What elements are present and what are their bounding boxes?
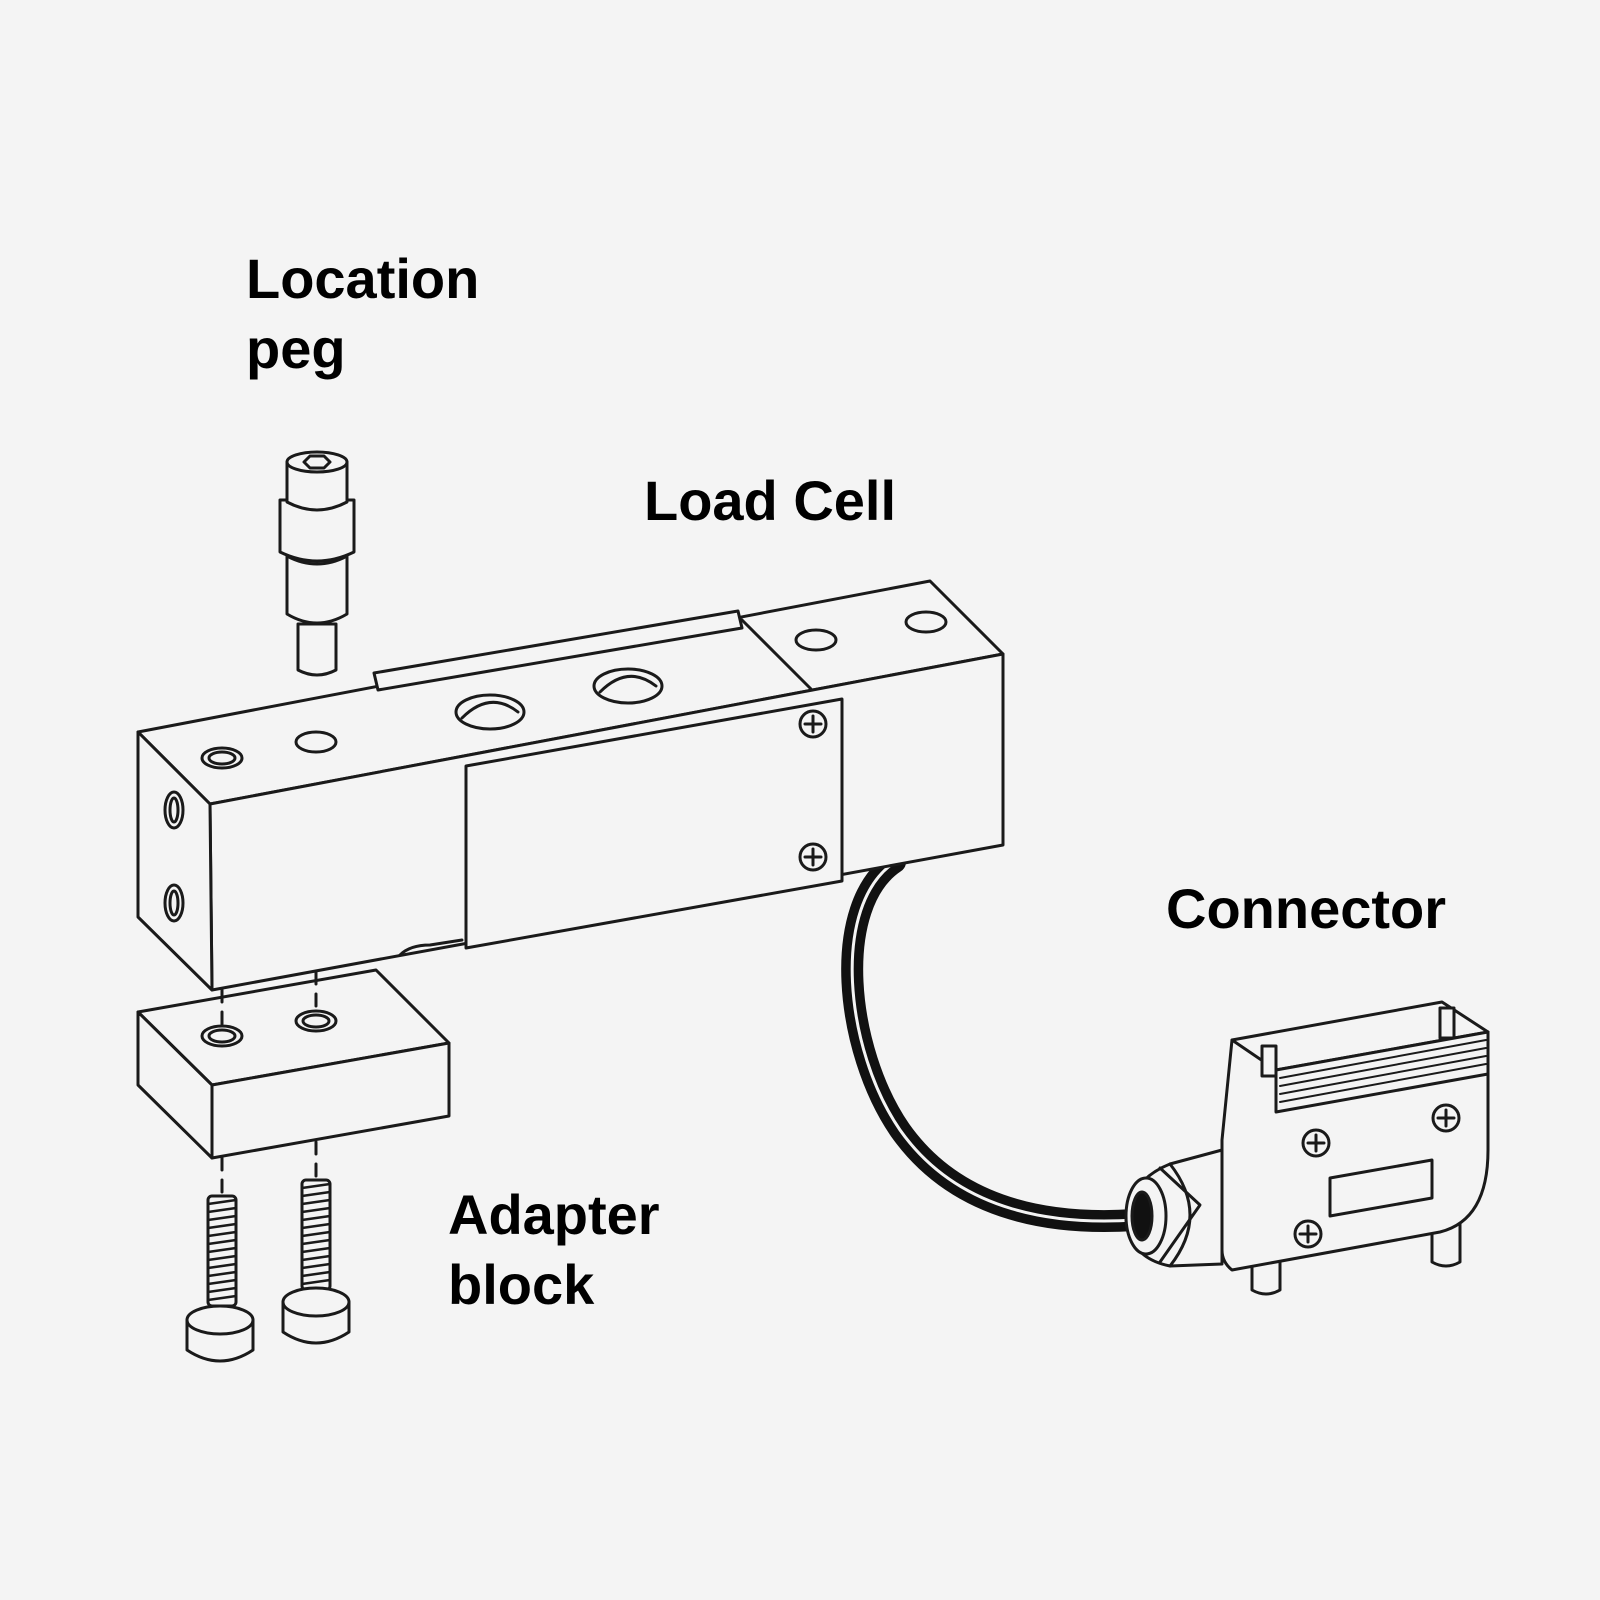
connector-screw-1 bbox=[1301, 1128, 1331, 1158]
load-cell-seam bbox=[372, 609, 744, 692]
label-location-peg-line-1: Location bbox=[246, 247, 480, 310]
connector-screw-3 bbox=[1293, 1219, 1323, 1249]
connector-label-window bbox=[1328, 1158, 1434, 1218]
top-hole-4 bbox=[592, 667, 664, 705]
top-hole-2 bbox=[294, 730, 338, 754]
top-hole-3 bbox=[454, 693, 526, 731]
cable bbox=[841, 851, 1146, 1233]
cover-plate bbox=[464, 697, 844, 950]
plate-screw-bottom bbox=[798, 842, 828, 872]
plate-screw-top bbox=[798, 709, 828, 739]
bolt-right bbox=[281, 1178, 351, 1345]
label-location-peg: Location peg bbox=[246, 244, 479, 384]
alignment-lines bbox=[220, 970, 318, 1194]
bolt-left bbox=[185, 1194, 255, 1363]
top-hole-5 bbox=[794, 628, 838, 652]
end-hole-upper bbox=[163, 790, 185, 830]
label-adapter-block-line-2: block bbox=[448, 1253, 595, 1316]
load-cell-end-face bbox=[136, 730, 214, 992]
adapter-end-face bbox=[136, 1010, 214, 1160]
load-cell bbox=[136, 579, 1005, 992]
label-connector: Connector bbox=[1166, 877, 1446, 940]
label-adapter-block: Adapter block bbox=[448, 1180, 660, 1320]
connector-screw-2 bbox=[1431, 1103, 1461, 1133]
end-hole-lower bbox=[163, 883, 185, 923]
location-peg bbox=[278, 450, 356, 677]
label-adapter-block-line-1: Adapter bbox=[448, 1183, 660, 1246]
label-load-cell: Load Cell bbox=[644, 469, 897, 532]
connector bbox=[1124, 1000, 1490, 1296]
label-location-peg-line-2: peg bbox=[246, 317, 346, 380]
top-hole-6 bbox=[904, 610, 948, 634]
adapter-block bbox=[136, 968, 451, 1160]
